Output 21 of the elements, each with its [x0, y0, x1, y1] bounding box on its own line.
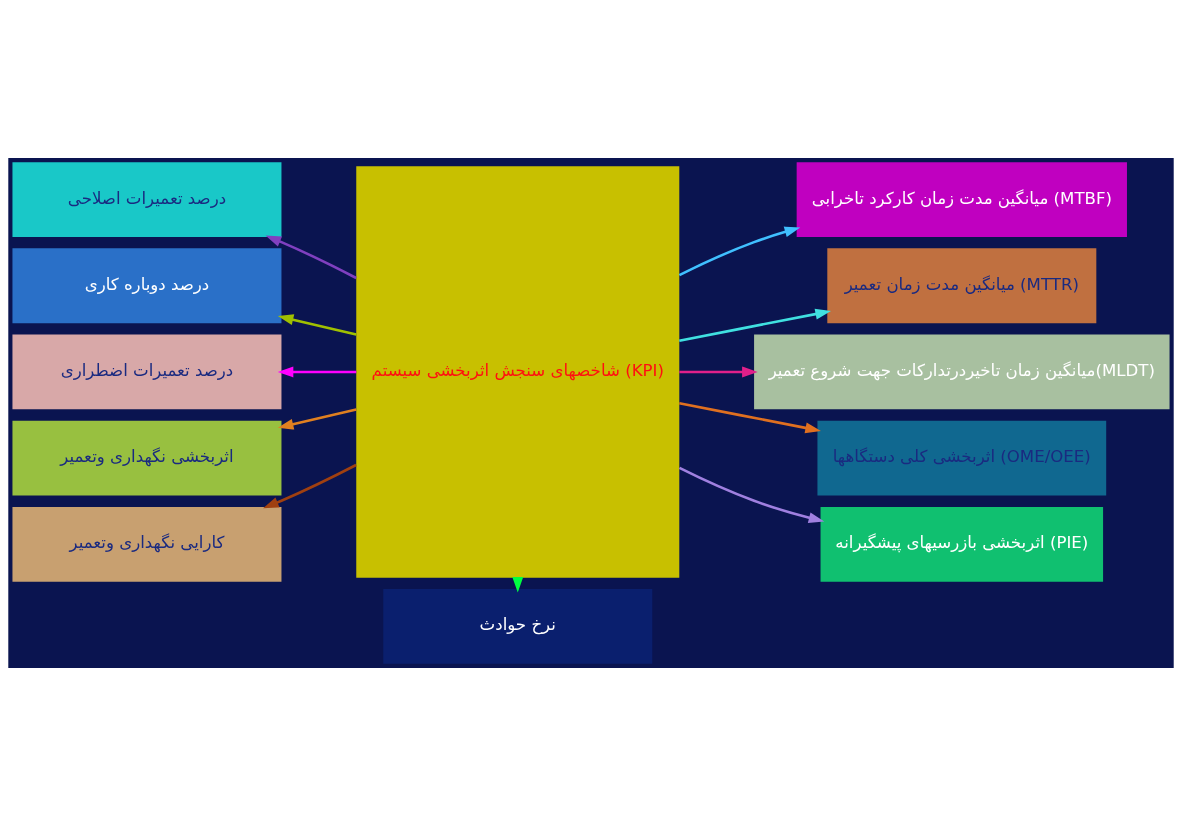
arrow [265, 235, 357, 280]
arrow [678, 466, 825, 524]
node-box: اثربخشی بازرسیهای پیشگیرانه (PIE) [820, 507, 1104, 582]
arrow [678, 226, 801, 277]
node-box: کارایی نگهداری وتعمیر [12, 507, 282, 582]
arrow [679, 308, 831, 342]
node-box: میانگین مدت زمان کارکرد تاخرابی (MTBF) [796, 162, 1127, 237]
node-box: درصد دوباره کاری [12, 248, 282, 324]
arrow [277, 408, 357, 430]
node-box: درصد تعمیرات اضطراری [12, 334, 282, 410]
arrow [263, 463, 357, 509]
node-box: میانگین مدت زمان تعمیر (MTTR) [827, 248, 1097, 324]
arrow [679, 366, 758, 378]
node-box: اثربخشی کلی دستگاهها (OME/OEE) [817, 420, 1107, 496]
node-box: اثربخشی نگهداری وتعمیر [12, 420, 282, 496]
arrow [277, 366, 357, 378]
node-box: نرخ حوادث [383, 589, 653, 664]
arrow [679, 402, 821, 434]
arrow [277, 314, 357, 336]
node-box: میانگین زمان تاخیردرتدارکات جهت شروع تعمیر(MLDT) [754, 334, 1170, 410]
node-box: درصد تعمیرات اصلاحی [12, 162, 282, 237]
